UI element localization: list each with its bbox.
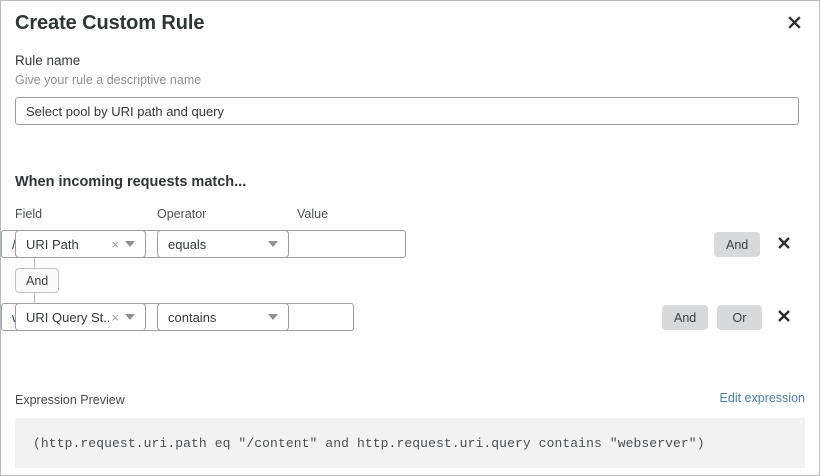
edit-expression-link[interactable]: Edit expression (719, 391, 805, 405)
column-label-operator: Operator (157, 207, 207, 221)
operator-select-value-1: contains (168, 309, 217, 325)
clear-icon[interactable]: × (111, 309, 119, 325)
expression-preview-label: Expression Preview (15, 393, 125, 407)
condition-row: URI Path × equals And (1, 230, 819, 258)
expression-preview-code: (http.request.uri.path eq "/content" and… (33, 435, 705, 451)
close-icon-glyph (787, 15, 801, 29)
field-select-1[interactable]: URI Query St... × (15, 303, 146, 331)
page-title: Create Custom Rule (15, 12, 205, 34)
field-select-0[interactable]: URI Path × (15, 230, 146, 258)
close-icon (778, 310, 790, 322)
rule-name-label: Rule name (15, 53, 81, 68)
expression-preview-section: Expression Preview Edit expression (http… (15, 391, 805, 468)
condition-connector: And (1, 258, 161, 304)
rule-name-input[interactable] (15, 97, 799, 125)
expression-preview-box: (http.request.uri.path eq "/content" and… (15, 418, 805, 468)
close-icon (778, 237, 790, 249)
connector-line-bottom (34, 293, 35, 303)
rule-name-block: Rule name Give your rule a descriptive n… (15, 52, 805, 125)
column-label-field: Field (15, 207, 43, 221)
condition-row: URI Query St... × contains And Or (1, 303, 819, 331)
expression-preview-header: Expression Preview Edit expression (15, 391, 805, 409)
close-icon[interactable] (783, 11, 805, 33)
delete-condition-button-1[interactable] (773, 303, 795, 329)
field-select-value-0: URI Path (26, 236, 79, 252)
dialog-header: Create Custom Rule (15, 10, 805, 40)
column-label-value: Value (297, 207, 329, 221)
or-button-1[interactable]: Or (717, 305, 762, 330)
operator-select-1[interactable]: contains (157, 303, 289, 331)
and-button-1[interactable]: And (662, 305, 709, 330)
chevron-down-icon (268, 314, 278, 320)
field-select-value-1: URI Query St... (26, 309, 110, 325)
clear-icon[interactable]: × (111, 236, 119, 252)
connector-line-top (34, 258, 35, 268)
chevron-down-icon (125, 314, 135, 320)
and-button-0[interactable]: And (714, 232, 761, 257)
match-section-heading: When incoming requests match... (15, 174, 247, 190)
chevron-down-icon (268, 241, 278, 247)
delete-condition-button-0[interactable] (773, 230, 795, 256)
chevron-down-icon (125, 241, 135, 247)
operator-select-value-0: equals (168, 236, 207, 252)
operator-select-0[interactable]: equals (157, 230, 289, 258)
rule-name-hint: Give your rule a descriptive name (15, 73, 202, 87)
connector-logic-badge[interactable]: And (15, 268, 60, 293)
condition-column-labels: Field Operator Value (1, 207, 819, 225)
